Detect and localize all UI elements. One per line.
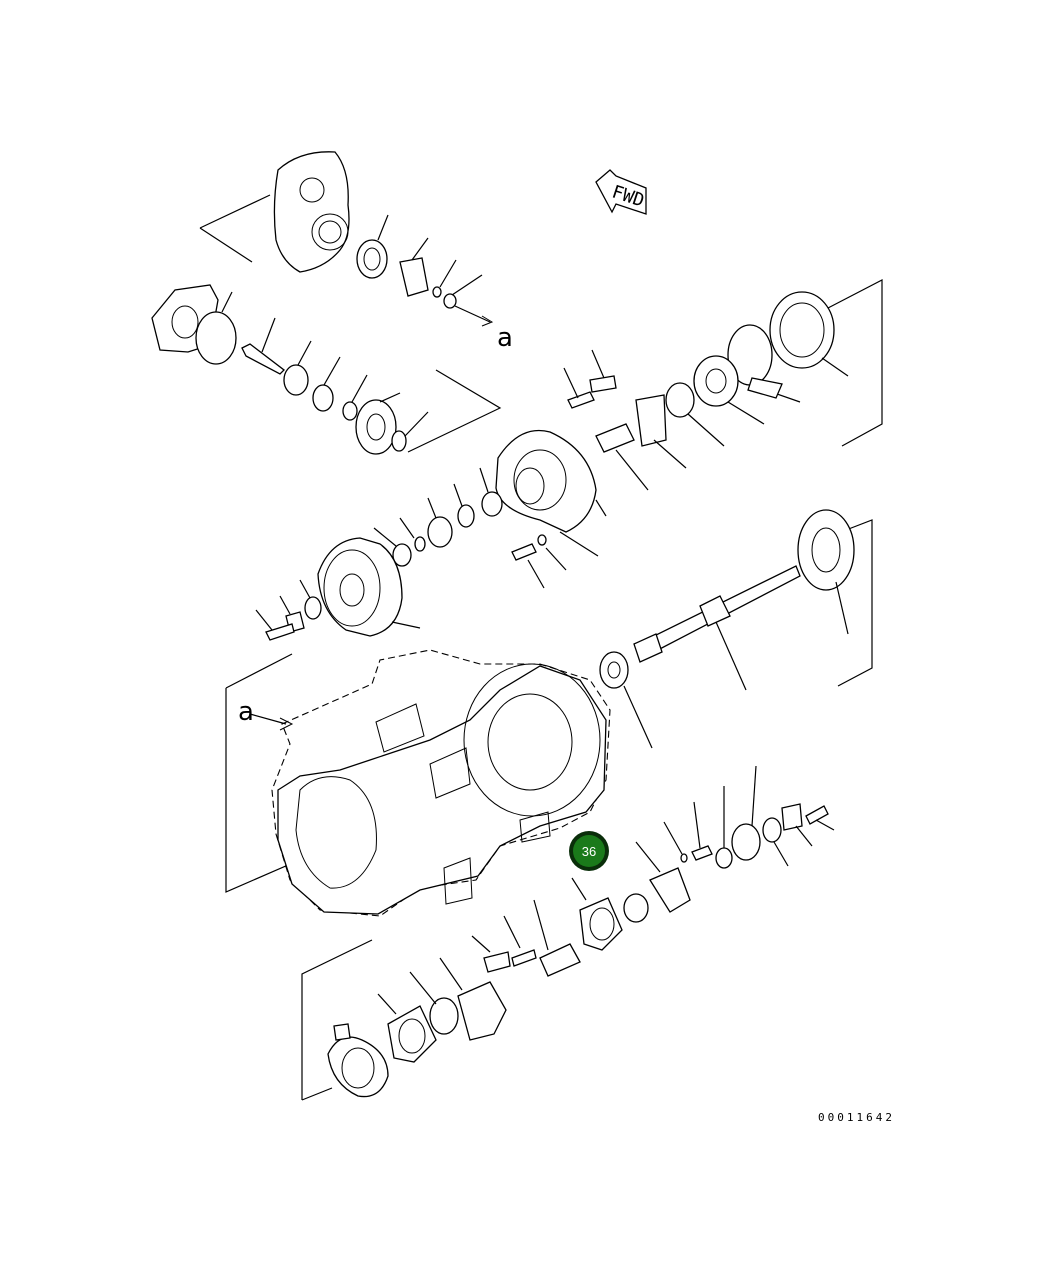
seal-left[interactable] <box>391 430 407 452</box>
transfer-cover[interactable] <box>273 151 350 273</box>
washer-drum[interactable] <box>304 596 322 620</box>
hub-1[interactable] <box>693 355 739 407</box>
bearing-bottom[interactable] <box>429 997 459 1035</box>
callout-fill <box>573 835 605 867</box>
nut-flange[interactable] <box>481 491 503 517</box>
washer-lower-right[interactable] <box>762 817 782 843</box>
drawing-number: 00011642 <box>818 1111 895 1124</box>
flange-housing[interactable] <box>495 429 597 533</box>
callout-number: 36 <box>582 844 596 859</box>
fwd-arrow: FWD <box>595 169 647 215</box>
top-cover-group: a <box>199 151 513 353</box>
bearing-lower[interactable] <box>623 893 649 923</box>
o-ring-left[interactable] <box>195 311 237 365</box>
bearing-shaft[interactable] <box>599 651 629 689</box>
drum-group <box>255 537 421 641</box>
shaft-bolt[interactable] <box>241 343 285 375</box>
lock-plate[interactable] <box>635 394 667 447</box>
bottom-left-group <box>301 939 507 1101</box>
ring-b[interactable] <box>414 536 426 552</box>
plate-lower-right[interactable] <box>781 803 803 831</box>
callout-36[interactable]: 36 <box>569 831 609 871</box>
sleeve-lower[interactable] <box>539 943 581 977</box>
spacer[interactable] <box>342 401 358 421</box>
collar[interactable] <box>715 847 733 869</box>
bolt-lower[interactable] <box>691 845 713 861</box>
nut-top[interactable] <box>443 293 457 309</box>
bearing-left[interactable] <box>283 364 309 396</box>
brake-drum[interactable] <box>317 537 403 637</box>
right-upper-group <box>373 279 883 589</box>
bearing-right[interactable] <box>665 382 695 418</box>
ref-label-a-bottom: a <box>238 697 254 727</box>
pinion-gear-top[interactable] <box>399 257 429 297</box>
gear-left[interactable] <box>355 399 397 455</box>
bearing-mid[interactable] <box>427 516 453 548</box>
ring-a[interactable] <box>457 504 475 528</box>
bevel-gear[interactable] <box>797 509 855 591</box>
retainer-lower[interactable] <box>649 867 691 913</box>
bolt-right[interactable] <box>567 391 595 409</box>
right-lower-group <box>471 765 835 977</box>
ring-c[interactable] <box>392 543 412 567</box>
main-shaft-group <box>599 509 873 749</box>
hub-lower[interactable] <box>579 897 623 951</box>
bolt-drum[interactable] <box>265 623 295 641</box>
transfer-case[interactable] <box>277 665 607 915</box>
snap-ring[interactable] <box>312 384 334 412</box>
sleeve[interactable] <box>595 423 635 453</box>
bearing-top[interactable] <box>356 239 388 279</box>
main-case-group: a <box>225 649 611 917</box>
lock-plate-bottom[interactable] <box>457 981 507 1041</box>
hub-bottom[interactable] <box>387 1005 437 1063</box>
left-shaft-group <box>151 284 502 455</box>
bolt-mid[interactable] <box>511 543 537 561</box>
bolt-lower-2[interactable] <box>511 949 537 967</box>
bolt-lower-right[interactable] <box>805 805 829 825</box>
washer-top[interactable] <box>432 286 442 298</box>
bearing-lower-right[interactable] <box>731 823 761 861</box>
ref-label-a-top: a <box>497 323 513 353</box>
